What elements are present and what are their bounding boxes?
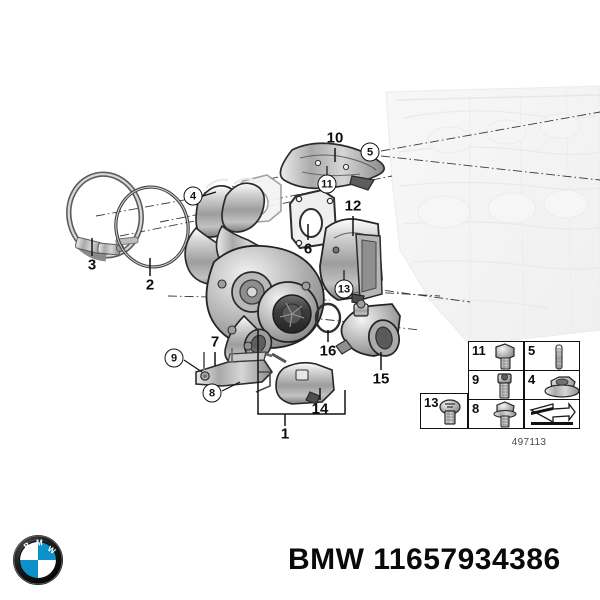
callout-label-15: 15 [372, 370, 390, 388]
exploded-view-artboard: 3 2 6 7 10 12 14 15 16 1 4 5 11 13 9 8 1… [66, 85, 600, 448]
part-coolant-line-fitting [335, 299, 401, 357]
legend-cell-9: 9 [468, 370, 524, 400]
callout-label-1: 1 [280, 425, 290, 443]
callout-circle-4: 4 [183, 186, 203, 206]
svg-text:W: W [46, 544, 58, 556]
socket-cap-screw-icon [497, 373, 512, 399]
legend-num-11: 11 [472, 343, 486, 358]
callout-label-16: 16 [319, 342, 337, 360]
legend-box: 11 5 9 [468, 341, 580, 429]
legend-num-8: 8 [472, 401, 480, 416]
part-heat-shield [279, 142, 385, 191]
callout-circle-5: 5 [360, 142, 380, 162]
part-mounting-bracket [195, 348, 274, 393]
callout-circle-13: 13 [334, 279, 354, 299]
callout-circle-11: 11 [317, 174, 337, 194]
engine-block-background [385, 85, 600, 346]
part-support-bracket [319, 218, 383, 305]
callout-label-7: 7 [210, 333, 220, 351]
svg-text:B: B [22, 540, 32, 551]
svg-text:M: M [36, 539, 43, 548]
callout-label-14: 14 [311, 400, 329, 418]
callout-label-2: 2 [145, 276, 155, 294]
stud-pin-icon [555, 344, 563, 370]
callout-label-12: 12 [344, 197, 362, 215]
legend-cell-direction-arrow [524, 399, 580, 429]
flange-bolt-icon [493, 401, 517, 428]
legend-cell-4: 4 [524, 370, 580, 400]
torx-button-bolt-icon [439, 399, 461, 425]
legend-num-4: 4 [528, 372, 536, 387]
part-number-text: BMW 11657934386 [288, 543, 561, 576]
footer-brand-bar: B M W BMW 11657934386 [0, 520, 600, 600]
direction-arrow-icon [529, 402, 576, 425]
leader-lines [91, 148, 382, 426]
callout-label-3: 3 [87, 256, 97, 274]
callout-circle-9: 9 [164, 348, 184, 368]
bmw-roundel-logo: B M W [13, 535, 63, 585]
legend-num-5: 5 [528, 343, 536, 358]
diagram-id-label: 497113 [511, 437, 547, 448]
legend-cell-5: 5 [524, 341, 580, 371]
legend-num-9: 9 [472, 372, 480, 387]
legend-cell-8: 8 [468, 399, 524, 429]
callout-label-10: 10 [326, 129, 344, 147]
legend-cell-13: 13 [420, 393, 468, 429]
callout-label-6: 6 [303, 240, 313, 258]
part-v-band-clamp [66, 171, 144, 262]
callout-circle-8: 8 [202, 383, 222, 403]
parts-artwork [66, 142, 401, 405]
hex-bolt-icon [495, 343, 515, 370]
flange-nut-icon [544, 376, 579, 398]
legend-cell-11: 11 [468, 341, 524, 371]
part-o-ring-seal [114, 185, 190, 269]
legend-num-13: 13 [424, 395, 439, 410]
